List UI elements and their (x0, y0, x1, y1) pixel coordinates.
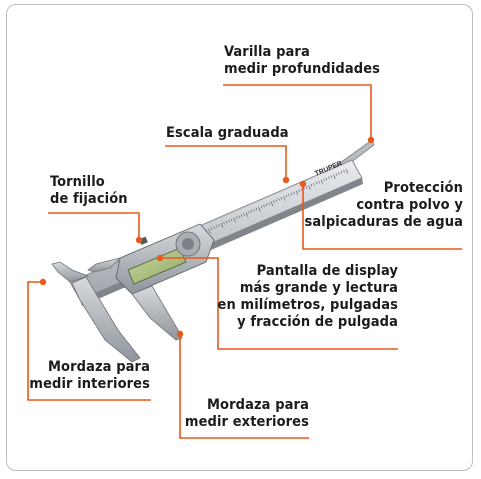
callout-lines (27, 84, 462, 439)
scale-tick (308, 185, 311, 190)
scale-tick (223, 221, 225, 225)
scale-tick (280, 197, 283, 200)
scale-tick (218, 224, 220, 227)
label-tornillo: Tornillo de fijación (50, 174, 128, 207)
scale-tick (305, 186, 308, 189)
scale-tick (330, 175, 333, 178)
scale-tick (238, 215, 240, 219)
scale-tick (345, 168, 349, 174)
scale-tick (323, 178, 325, 182)
scale-tick (335, 173, 338, 176)
scale-tick (288, 193, 290, 197)
scale-tick (265, 203, 268, 207)
scale-tick (225, 220, 228, 224)
label-varilla: Varilla para medir profundidades (224, 44, 381, 77)
moving-outside-jaw (131, 285, 183, 341)
scale-tick (253, 208, 255, 212)
scale-tick (235, 216, 238, 220)
scale-tick (290, 192, 293, 196)
scale-tick (285, 194, 288, 198)
scale-tick (208, 228, 211, 234)
scale-tick (298, 189, 300, 193)
scale-tick (273, 200, 275, 203)
scale-tick (343, 169, 345, 173)
scale-tick (213, 226, 215, 229)
scale-tick (243, 213, 245, 216)
scale-tick (263, 204, 265, 208)
scale-tick (233, 217, 236, 223)
label-interiores: Mordaza para medir interiores (29, 359, 150, 392)
scale-tick (228, 219, 230, 223)
scale-tick (268, 202, 270, 206)
scale-tick (318, 180, 320, 184)
scale-tick (333, 174, 336, 180)
scale-tick (295, 190, 299, 196)
scale-tick (340, 171, 343, 174)
scale-tick (278, 198, 280, 201)
scale-tick (328, 176, 330, 180)
scale-tick (220, 223, 224, 228)
scale-tick (258, 206, 261, 212)
scale-tick (240, 214, 243, 217)
scale-tick (270, 201, 274, 207)
scale-tick (248, 211, 250, 214)
label-pantalla: Pantalla de display más grande y lectura… (217, 263, 398, 330)
sliding-body (87, 223, 215, 341)
scale-tick (250, 210, 253, 213)
scale-tick (283, 195, 286, 201)
lcd-display (127, 247, 187, 285)
scale-tick (215, 225, 218, 228)
scale-tick (338, 172, 340, 175)
fixed-inside-jaw (51, 261, 90, 283)
scale-tick (320, 179, 324, 185)
scale-tick (313, 182, 315, 186)
scale-tick (245, 212, 249, 218)
fixed-outside-jaw (71, 276, 141, 363)
label-escala: Escala graduada (166, 125, 289, 141)
scale-tick (230, 218, 233, 222)
frame-border (6, 4, 473, 471)
callout-dots (39, 136, 375, 338)
scale-tick (325, 177, 328, 181)
scale-tick (300, 188, 303, 191)
scale-tick (310, 184, 313, 187)
scale-tick (260, 205, 263, 209)
scale-tick (255, 207, 258, 211)
scale-tick (315, 181, 318, 185)
scale-tick (210, 227, 213, 230)
scale-tick (275, 199, 278, 202)
label-exteriores: Mordaza para medir exteriores (184, 397, 309, 430)
scale-tick (293, 191, 295, 195)
moving-inside-jaw (87, 257, 122, 273)
label-proteccion: Protección contra polvo y salpicaduras d… (304, 180, 463, 230)
